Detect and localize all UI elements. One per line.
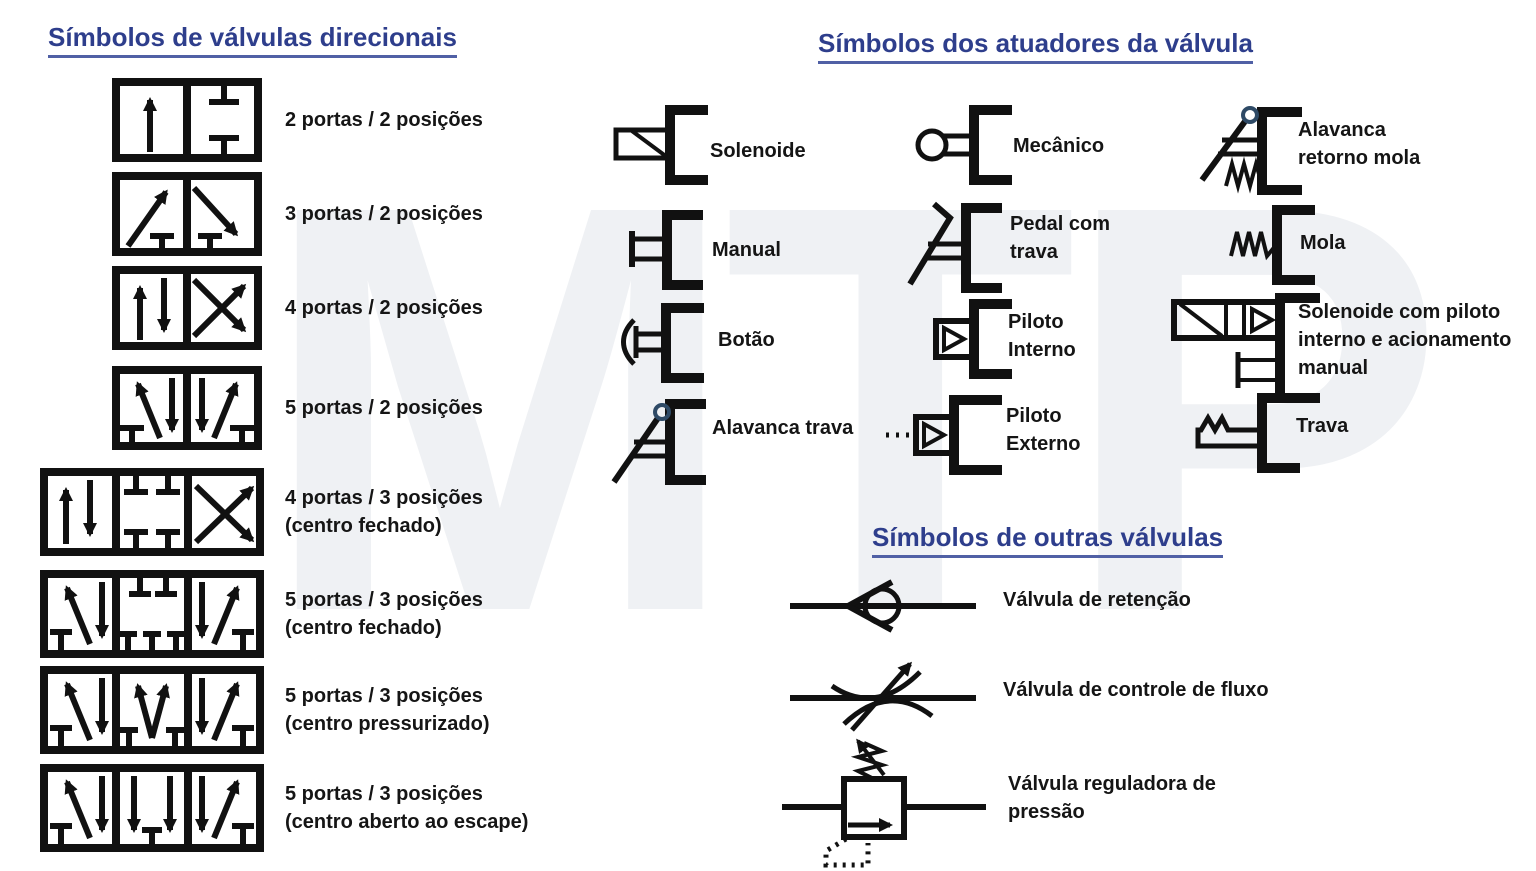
manual-label: Manual bbox=[712, 239, 781, 261]
valve-4-2-icon bbox=[112, 266, 262, 350]
valve-3-2-label: 3 portas / 2 posições bbox=[285, 203, 483, 225]
push-button-icon bbox=[621, 303, 704, 383]
manual-icon bbox=[629, 210, 703, 290]
latch-label: Trava bbox=[1296, 415, 1349, 437]
latch-icon bbox=[1195, 393, 1300, 473]
solenoid-label: Solenoide bbox=[710, 140, 806, 162]
valve-5-2-label: 5 portas / 2 posições bbox=[285, 397, 483, 419]
pressure-regulator-valve-icon bbox=[782, 738, 986, 868]
solenoid-icon bbox=[613, 105, 708, 185]
lever-latch-label: Alavanca trava bbox=[712, 417, 854, 439]
flow-control-valve-label: Válvula de controle de fluxo bbox=[1003, 679, 1269, 701]
valve-5-3-pressurized-center-label: 5 portas / 3 posições(centro pressurizad… bbox=[285, 685, 490, 735]
external-pilot-icon bbox=[886, 395, 1002, 475]
valve-5-3-open-exhaust-label: 5 portas / 3 posições(centro aberto ao e… bbox=[285, 783, 529, 833]
flow-control-valve-icon bbox=[790, 661, 976, 732]
pedal-latch-icon bbox=[907, 201, 1002, 293]
valve-2-2-icon bbox=[112, 78, 262, 162]
section-title-actuators: Símbolos dos atuadores da válvula bbox=[818, 28, 1253, 64]
spring-label: Mola bbox=[1300, 232, 1346, 254]
section-title-directional-valves: Símbolos de válvulas direcionais bbox=[48, 22, 457, 58]
lever-spring-return-icon bbox=[1199, 106, 1302, 195]
lever-latch-icon bbox=[611, 399, 706, 485]
valve-5-3-pressurized-center-icon bbox=[40, 666, 264, 754]
valve-5-2-icon bbox=[112, 366, 262, 450]
section-title-other-valves: Símbolos de outras válvulas bbox=[872, 522, 1224, 558]
check-valve-label: Válvula de retenção bbox=[1003, 589, 1191, 611]
valve-5-3-closed-center-icon bbox=[40, 570, 264, 658]
internal-pilot-icon bbox=[933, 299, 1012, 379]
valve-4-3-closed-center-label: 4 portas / 3 posições(centro fechado) bbox=[285, 487, 483, 537]
valve-4-3-closed-center-icon bbox=[40, 468, 264, 556]
mechanical-roller-label: Mecânico bbox=[1013, 135, 1105, 157]
mechanical-roller-icon bbox=[915, 105, 1012, 185]
valve-5-3-open-exhaust-icon bbox=[40, 764, 264, 852]
valve-2-2-label: 2 portas / 2 posições bbox=[285, 109, 483, 131]
check-valve-icon bbox=[790, 579, 976, 633]
valve-3-2-icon bbox=[112, 172, 262, 256]
valve-4-2-label: 4 portas / 2 posições bbox=[285, 297, 483, 319]
valve-5-3-closed-center-label: 5 portas / 3 posições(centro fechado) bbox=[285, 589, 483, 639]
push-button-label: Botão bbox=[718, 329, 775, 351]
spring-icon bbox=[1229, 205, 1315, 285]
